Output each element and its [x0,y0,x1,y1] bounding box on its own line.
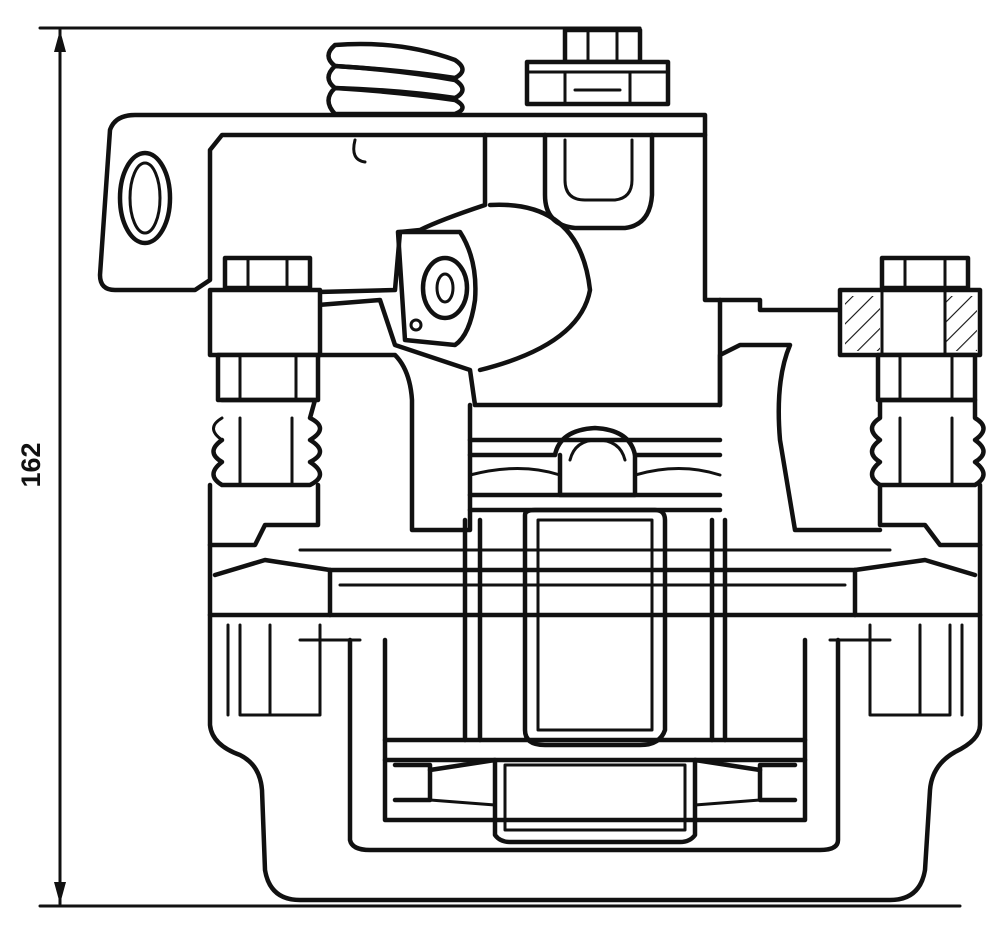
arrow-top-icon [54,30,66,52]
lower-housing [207,612,983,903]
arrow-bottom-icon [54,882,66,904]
coil-spring [326,41,465,117]
dimension-height-label: 162 [16,442,46,487]
top-bolt [524,27,671,107]
lower-rib [392,757,798,845]
left-dust-boot [211,397,323,488]
caliper-housing [315,132,843,408]
bracket-beam [207,542,983,618]
dimension-line-height: 162 [16,26,962,908]
cable-hole-icon [117,150,173,246]
hatched-section-left [845,296,880,351]
lever-bracket [97,112,708,293]
guide-pin-eye [395,229,478,348]
right-dust-boot [869,397,986,488]
piston-assembly [467,425,723,513]
hatched-section-right [945,296,977,351]
left-guide-bolt [207,255,323,403]
bracket-arms [207,342,983,548]
brake-pad [462,507,728,748]
right-guide-bolt [837,255,983,403]
pin-hole-icon [420,255,470,321]
